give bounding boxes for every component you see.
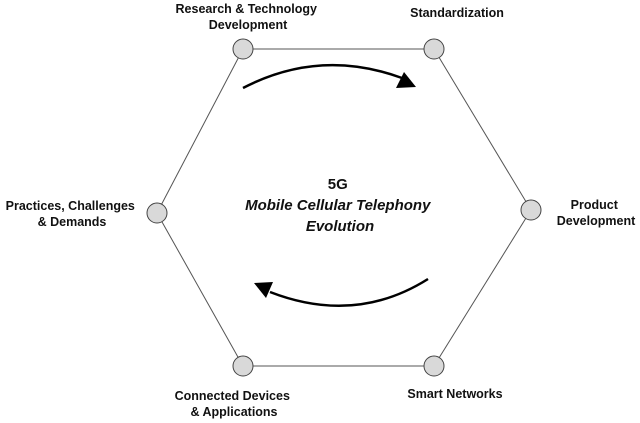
node-connected-devices <box>232 355 254 377</box>
node-practices <box>146 202 168 224</box>
node-smart-networks <box>423 355 445 377</box>
label-practices: Practices, Challenges & Demands <box>6 199 139 229</box>
top-clockwise-arrow <box>242 63 416 90</box>
label-product: Product Development <box>557 198 636 228</box>
edge-standardization-product <box>433 48 532 211</box>
label-connected-devices: Connected Devices & Applications <box>175 389 294 419</box>
edge-practices-research <box>156 48 244 214</box>
hexagon-edges <box>156 48 532 367</box>
node-research <box>232 38 254 60</box>
hexagon-nodes <box>146 38 542 377</box>
label-smart-networks: Smart Networks <box>407 387 502 401</box>
node-product <box>520 199 542 221</box>
label-research: Research & Technology Development <box>176 2 321 32</box>
edge-connected-practices <box>156 212 244 367</box>
center-title: 5G Mobile Cellular Telephony Evolution <box>245 176 435 235</box>
bottom-clockwise-arrow <box>254 277 429 308</box>
edge-product-smart-networks <box>433 209 532 367</box>
node-standardization <box>423 38 445 60</box>
label-standardization: Standardization <box>410 6 504 20</box>
